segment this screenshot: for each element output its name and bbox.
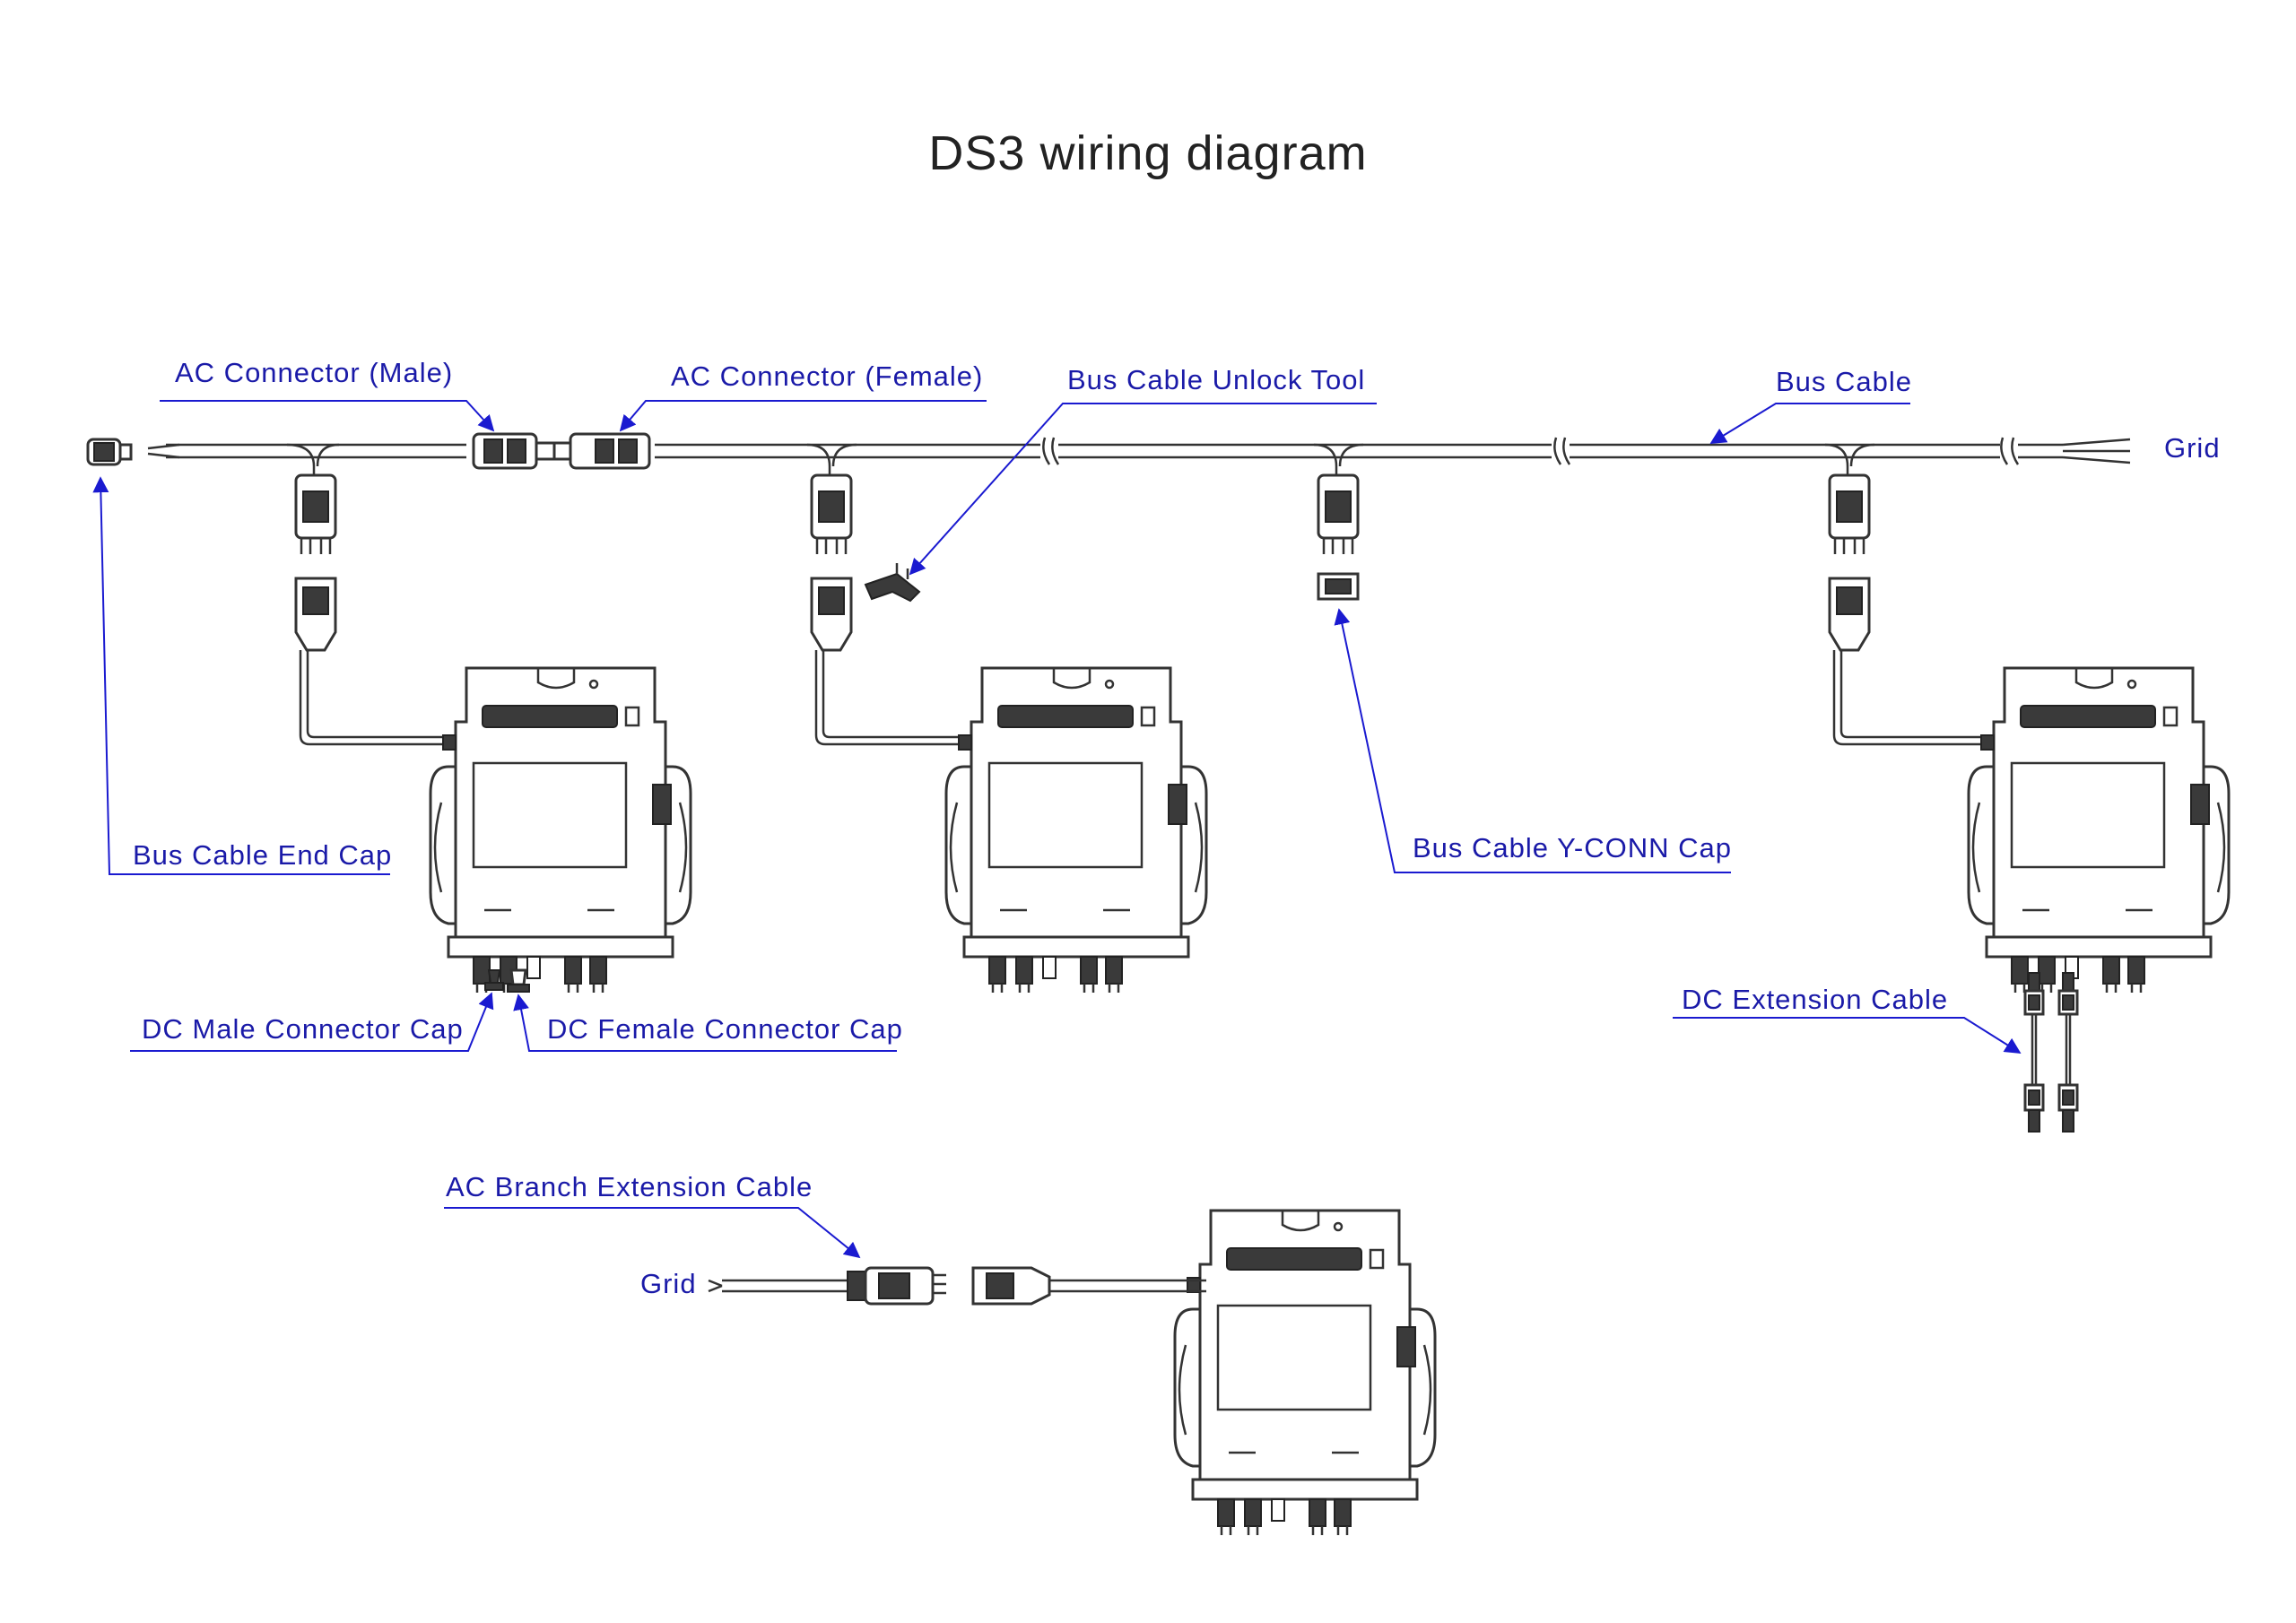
bus-cable-end-cap-drawing [86, 438, 133, 466]
diagram-title: DS3 wiring diagram [928, 126, 1368, 180]
label-bus-cable-unlock-tool: Bus Cable Unlock Tool [1067, 364, 1366, 395]
ac-connector-female-drawing [552, 432, 651, 470]
dc-extension-cable-drawing [2023, 972, 2079, 1133]
label-bus-cable-yconn-cap: Bus Cable Y-CONN Cap [1413, 832, 1732, 864]
dc-caps-drawing [484, 968, 530, 993]
label-dc-female-connector-cap: DC Female Connector Cap [547, 1013, 903, 1045]
label-grid-top: Grid [2164, 432, 2221, 464]
label-ac-connector-female: AC Connector (Female) [671, 360, 984, 392]
inverter-3 [1967, 666, 2231, 994]
label-ac-connector-male: AC Connector (Male) [175, 357, 454, 388]
label-ac-branch-extension-cable: AC Branch Extension Cable [446, 1171, 813, 1202]
inverter-4 [1173, 1209, 1437, 1537]
bus-cable [147, 437, 2131, 465]
bus-y-branches [286, 443, 1875, 475]
label-bus-cable-end-cap: Bus Cable End Cap [133, 839, 393, 871]
branch-cables [299, 650, 1991, 746]
ac-branch-extension-cable-drawing [708, 1266, 1206, 1306]
label-grid-bottom: Grid [640, 1268, 697, 1299]
label-dc-male-connector-cap: DC Male Connector Cap [142, 1013, 464, 1045]
leader-lines [92, 400, 2022, 1259]
label-bus-cable: Bus Cable [1776, 366, 1913, 397]
ac-connector-male-drawing [472, 432, 556, 470]
inverter-2 [944, 666, 1208, 994]
label-dc-extension-cable: DC Extension Cable [1682, 984, 1949, 1015]
bus-cable-yconn-cap-drawing [1317, 572, 1360, 601]
bus-cable-unlock-tool-drawing [864, 563, 921, 603]
inverter-1 [429, 666, 692, 994]
